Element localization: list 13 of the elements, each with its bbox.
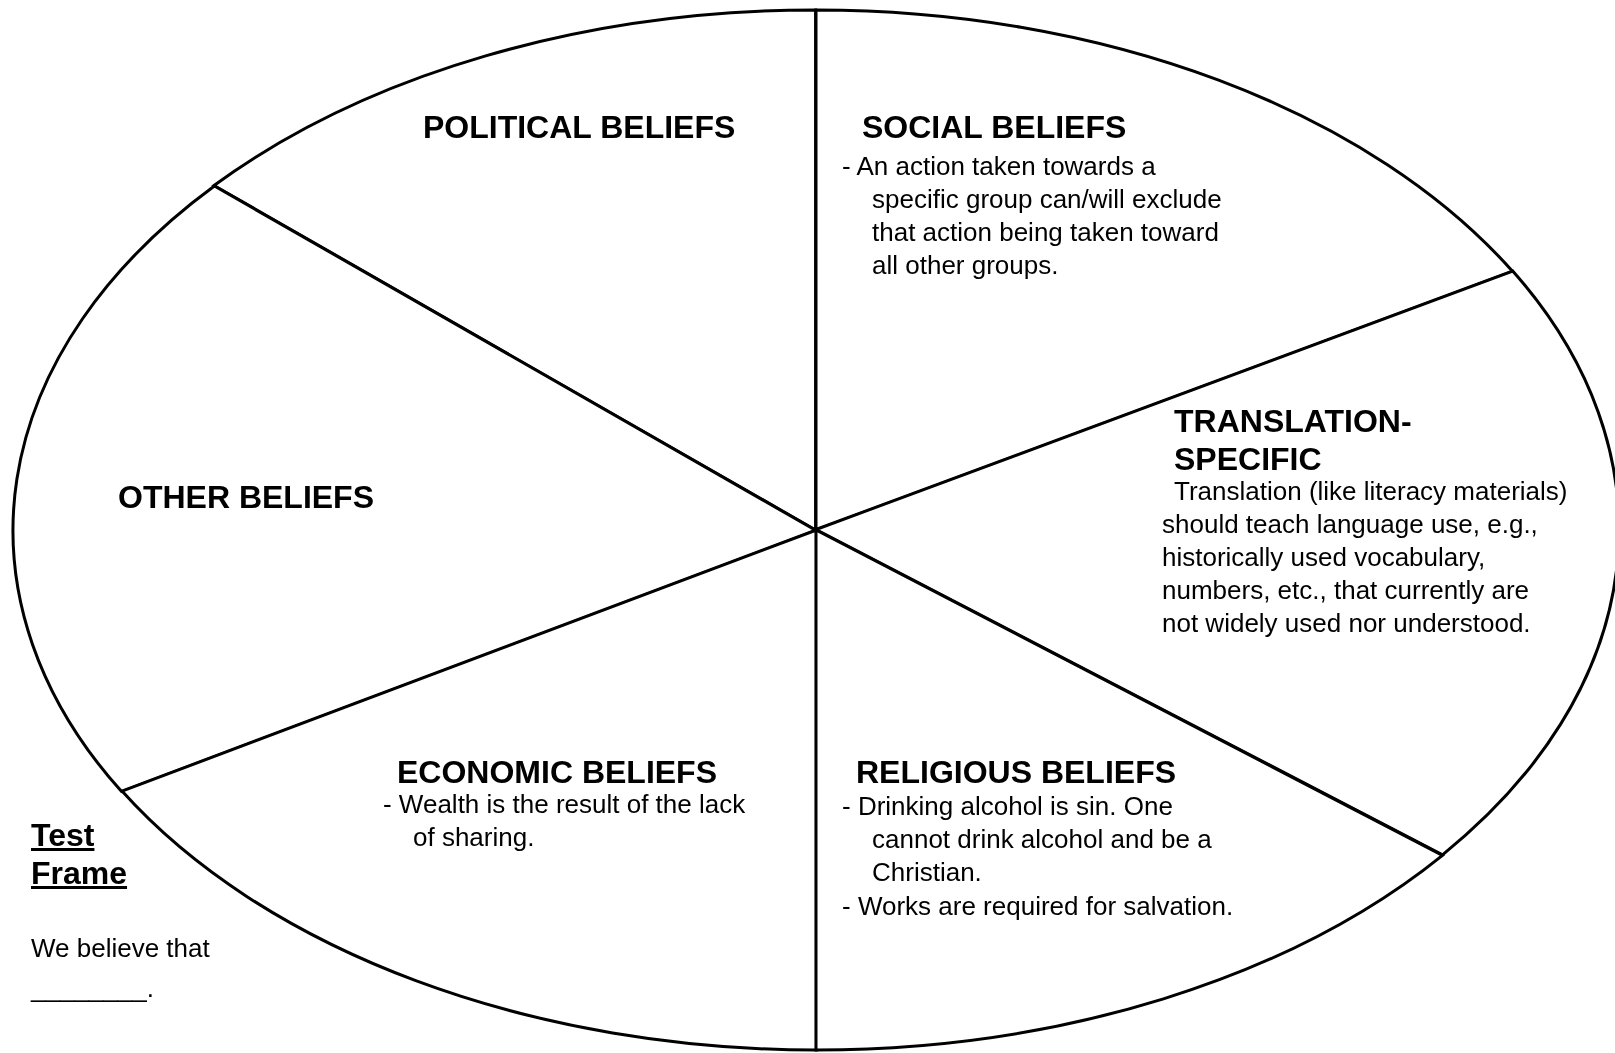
sector-heading: RELIGIOUS BELIEFS	[856, 753, 1177, 791]
sector-heading: POLITICAL BELIEFS	[423, 108, 736, 146]
bullet-text: - Drinking alcohol is sin. One cannot drink alcohol and be a Christian.	[842, 790, 1213, 889]
sector-heading: ECONOMIC BELIEFS	[397, 753, 717, 791]
sector-heading: TRANSLATION- SPECIFIC	[1174, 402, 1413, 478]
bullet-text: - Works are required for salvation.	[842, 890, 1235, 923]
frame-title: Test Frame	[31, 816, 129, 892]
bullet-text: - An action taken towards a specific group can/will exclude that action being taken toward all other groups.	[842, 150, 1223, 282]
frame-sentence: We believe that ________.	[31, 932, 211, 1005]
bullet-text: - Wealth is the result of the lack of sharing.	[383, 788, 747, 854]
sector-heading: SOCIAL BELIEFS	[862, 108, 1127, 146]
body-text: Translation (like literacy materials) should teach language use, e.g., historically used vocabulary, numbers, etc., that currently are not widely used nor understood.	[1162, 475, 1569, 640]
sector-heading: OTHER BELIEFS	[118, 478, 374, 516]
